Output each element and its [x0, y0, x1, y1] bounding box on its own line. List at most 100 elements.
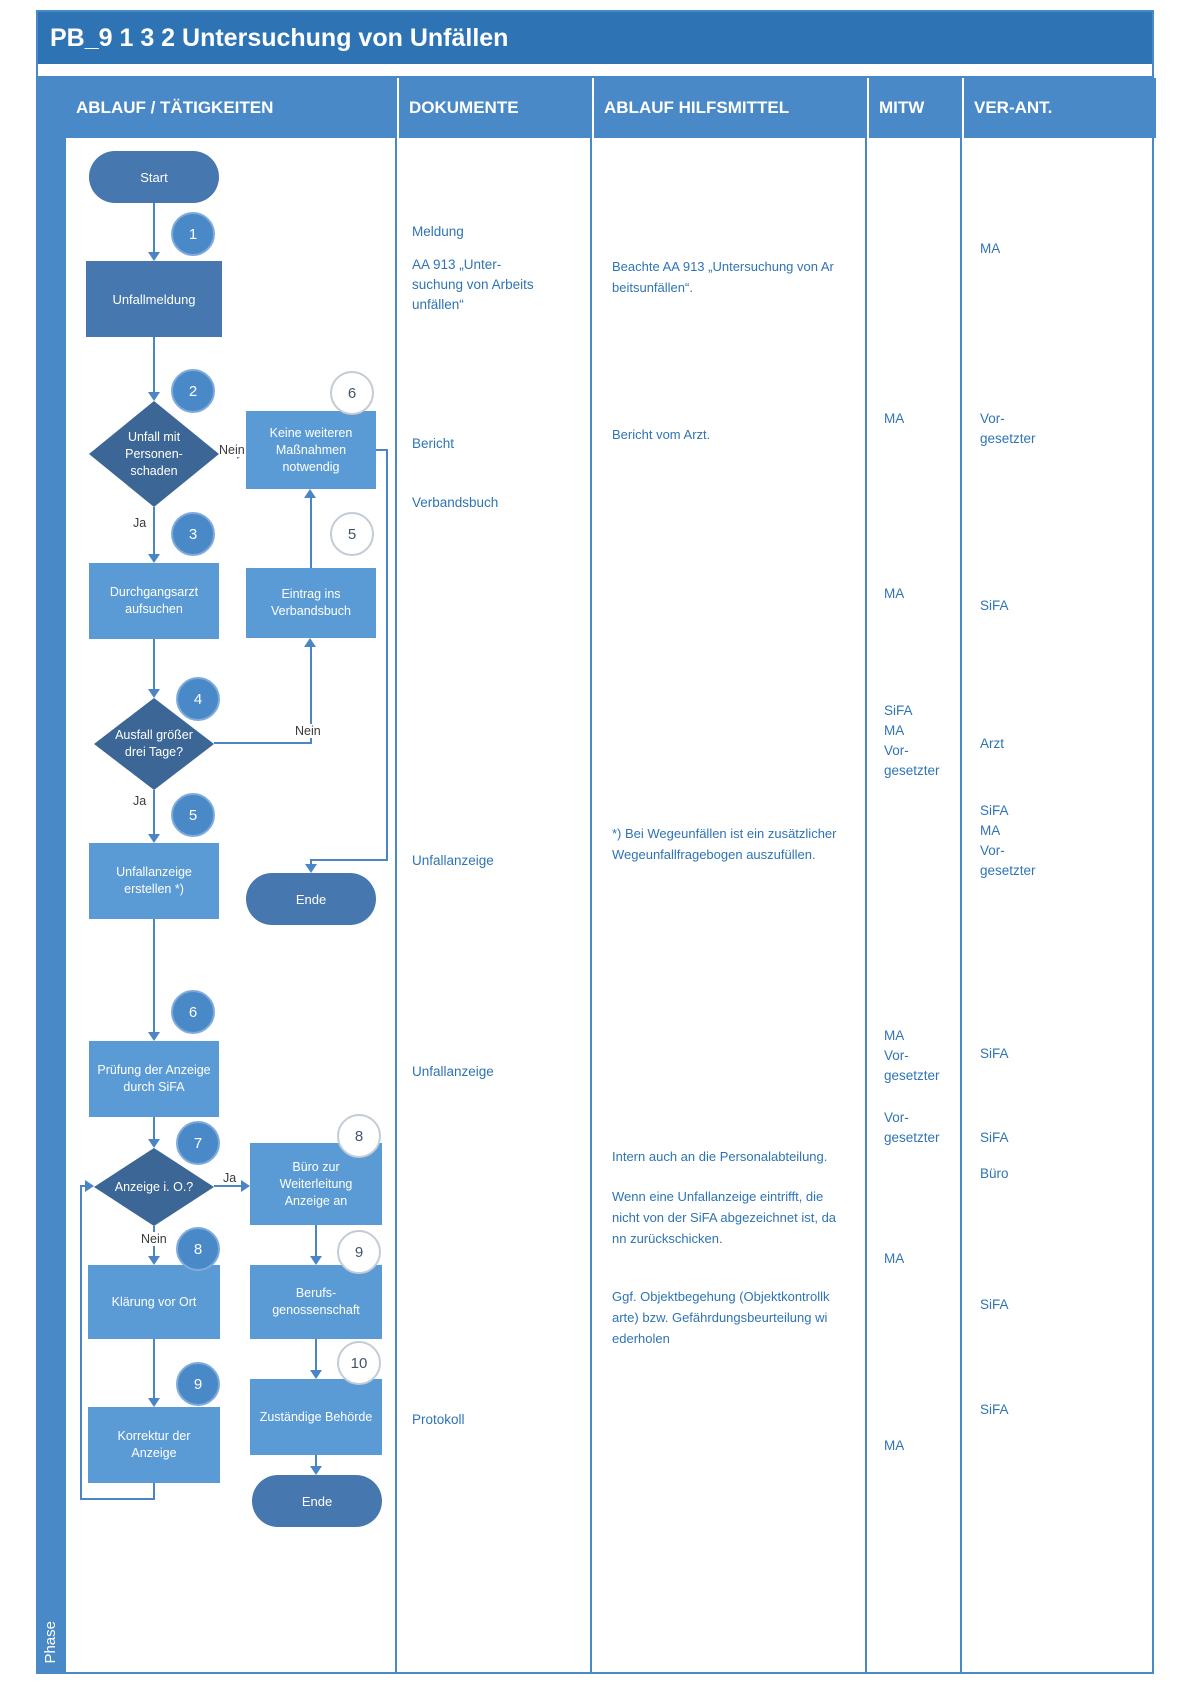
tool-item: Wenn eine Unfallanzeige eintrifft, die n…: [612, 1189, 837, 1246]
connector-arrowhead: [148, 834, 160, 843]
step-badge-outline-10: 10: [337, 1341, 381, 1385]
flow-node-keine-massnahmen: Keine weiteren Maßnahmen notwendig: [246, 411, 376, 489]
flow-node-korrektur-anzeige: Korrektur der Anzeige: [88, 1407, 220, 1483]
flow-connector: [386, 449, 388, 861]
doc-item: Unfallanzeige: [412, 853, 494, 868]
flow-connector: [310, 498, 312, 568]
flow-decision-personenschaden: Unfall mit Personen- schaden: [89, 401, 219, 507]
flow-node-unfallmeldung: Unfallmeldung: [86, 261, 222, 337]
flow-node-unfallanzeige-erstellen: Unfallanzeige erstellen *): [89, 843, 219, 919]
flow-connector: [153, 337, 155, 392]
step-badge-3: 3: [171, 512, 215, 556]
edge-label-nein-3: Nein: [140, 1232, 168, 1246]
step-badge-4: 4: [176, 677, 220, 721]
mitw-item: MA: [884, 1251, 905, 1266]
connector-arrowhead: [305, 864, 317, 873]
flow-connector: [153, 1483, 155, 1500]
flow-connector: [153, 790, 155, 834]
step-badge-5: 5: [171, 793, 215, 837]
connector-arrowhead: [310, 1466, 322, 1475]
step-badge-outline-9: 9: [337, 1230, 381, 1274]
phase-label: Phase: [42, 1621, 59, 1664]
column-divider: [960, 138, 962, 1674]
flow-node-buero-weiterleitung: Büro zur Weiterleitung Anzeige an: [250, 1143, 382, 1225]
column-header-documents: DOKUMENTE: [397, 78, 592, 138]
doc-item: Bericht: [412, 436, 455, 451]
process-table: Phase ABLAUF / TÄTIGKEITEN DOKUMENTE ABL…: [38, 76, 1156, 1674]
tool-item: Ggf. Objektbegehung (Objektkontrollk art…: [612, 1289, 830, 1346]
column-header-mitw: MITW: [867, 78, 962, 138]
mitw-item: MA: [884, 1438, 905, 1453]
verant-item: Büro: [980, 1166, 1009, 1181]
flow-connector: [214, 1185, 241, 1187]
doc-item: AA 913 „Unter- suchung von Arbeits unfäl…: [412, 257, 534, 312]
tool-item: Beachte AA 913 „Untersuchung von Ar beit…: [612, 259, 834, 295]
column-header-tools: ABLAUF HILFSMITTEL: [592, 78, 867, 138]
phase-strip: Phase: [38, 78, 66, 1674]
step-badge-1: 1: [171, 212, 215, 256]
connector-arrowhead: [148, 1139, 160, 1148]
flow-connector: [315, 1225, 317, 1256]
connector-arrowhead: [148, 1398, 160, 1407]
flow-node-klaerung-vor-ort: Klärung vor Ort: [88, 1265, 220, 1339]
flow-node-start: Start: [89, 151, 219, 203]
step-badge-outline-8: 8: [337, 1114, 381, 1158]
flow-node-ende-2: Ende: [252, 1475, 382, 1527]
flow-connector: [376, 449, 388, 451]
step-badge-outline-6: 6: [330, 371, 374, 415]
tool-item: Intern auch an die Personalabteilung.: [612, 1149, 828, 1164]
flow-node-zustaendige-behoerde: Zuständige Behörde: [250, 1379, 382, 1455]
mitw-column: MA MA SiFA MA Vor- gesetzter MA Vor- ges…: [867, 138, 962, 1674]
verant-item: SiFA MA Vor- gesetzter: [980, 803, 1036, 878]
connector-arrowhead: [241, 1180, 250, 1192]
flow-node-durchgangsarzt: Durchgangsarzt aufsuchen: [89, 563, 219, 639]
column-header-activities: ABLAUF / TÄTIGKEITEN: [66, 78, 397, 138]
flow-node-berufsgenossenschaft: Berufs- genossenschaft: [250, 1265, 382, 1339]
verant-item: SiFA: [980, 1130, 1009, 1145]
step-badge-7: 7: [176, 1121, 220, 1165]
edge-label-ja-2: Ja: [132, 794, 148, 808]
edge-label-nein-1: Nein: [218, 443, 246, 457]
mitw-item: Vor- gesetzter: [884, 1110, 940, 1145]
connector-arrowhead: [148, 554, 160, 563]
mitw-item: SiFA MA Vor- gesetzter: [884, 703, 940, 778]
verant-item: MA: [980, 241, 1001, 256]
page-title: PB_9 1 3 2 Untersuchung von Unfällen: [38, 12, 1152, 64]
connector-arrowhead: [85, 1180, 94, 1192]
step-badge-outline-5: 5: [330, 512, 374, 556]
flow-connector: [80, 1498, 155, 1500]
flow-node-pruefung-sifa: Prüfung der Anzeige durch SiFA: [89, 1041, 219, 1117]
column-divider: [395, 138, 397, 1674]
connector-arrowhead: [148, 1256, 160, 1265]
mitw-item: MA Vor- gesetzter: [884, 1028, 940, 1083]
column-divider: [590, 138, 592, 1674]
flow-connector: [153, 1117, 155, 1139]
tools-column: Beachte AA 913 „Untersuchung von Ar beit…: [592, 138, 867, 1674]
flow-connector: [80, 1186, 82, 1500]
flow-connector: [315, 1455, 317, 1466]
connector-arrowhead: [148, 392, 160, 401]
doc-item: Verbandsbuch: [412, 495, 499, 510]
flow-node-eintrag-verbandsbuch: Eintrag ins Verbandsbuch: [246, 568, 376, 638]
flowchart: Nein Ja Nein Ja Ja Nein Start Unfallmeld…: [66, 138, 395, 1678]
verant-item: Vor- gesetzter: [980, 411, 1036, 446]
connector-arrowhead: [310, 1370, 322, 1379]
connector-arrowhead: [304, 489, 316, 498]
mitw-item: MA: [884, 586, 905, 601]
tool-item: Bericht vom Arzt.: [612, 427, 711, 442]
verant-item: Arzt: [980, 736, 1005, 751]
verant-item: SiFA: [980, 598, 1009, 613]
flow-connector: [153, 203, 155, 252]
flow-connector: [153, 1339, 155, 1398]
page-frame: PB_9 1 3 2 Untersuchung von Unfällen Pha…: [36, 10, 1156, 1674]
doc-item: Protokoll: [412, 1412, 465, 1427]
documents-column: Meldung AA 913 „Unter- suchung von Arbei…: [397, 138, 592, 1674]
connector-arrowhead: [310, 1256, 322, 1265]
step-badge-6: 6: [171, 990, 215, 1034]
flow-node-ende-1: Ende: [246, 873, 376, 925]
flow-connector: [214, 742, 311, 744]
verant-column: MA Vor- gesetzter SiFA Arzt SiFA MA Vor-…: [962, 138, 1156, 1674]
edge-label-ja-1: Ja: [132, 516, 148, 530]
edge-label-nein-2: Nein: [294, 724, 322, 738]
column-divider: [865, 138, 867, 1674]
